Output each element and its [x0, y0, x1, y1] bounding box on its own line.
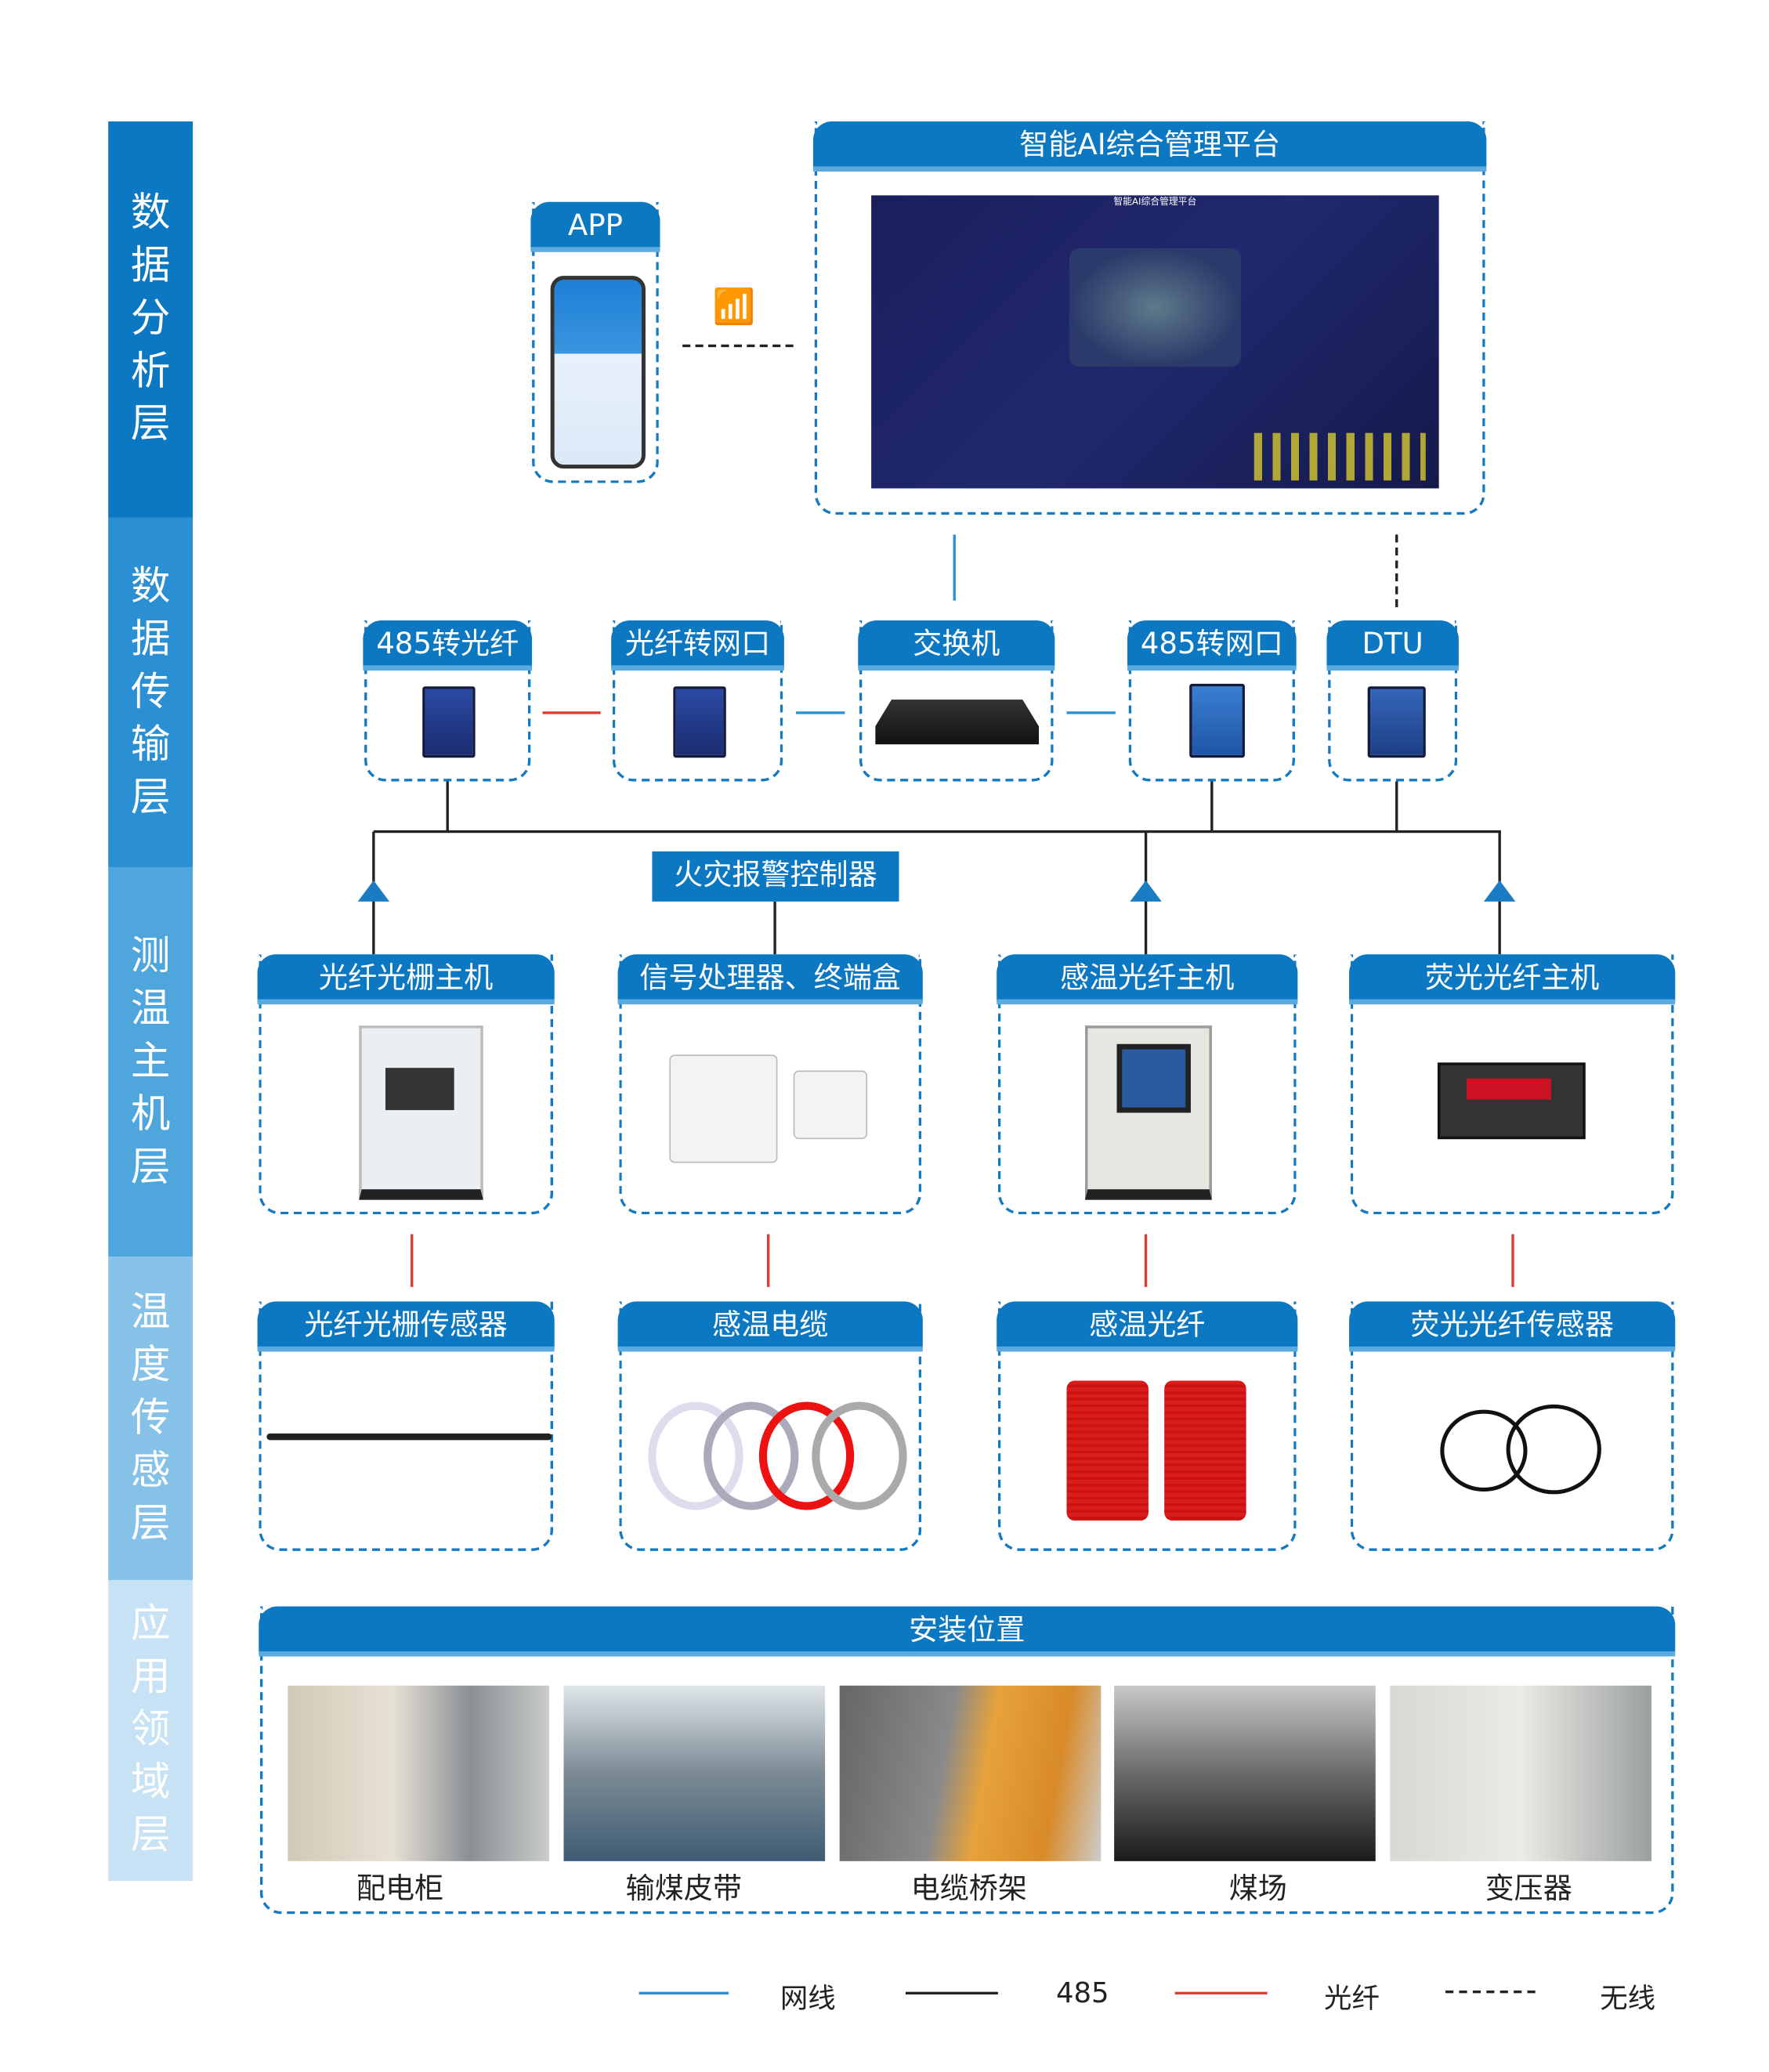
photo-switchgear — [288, 1685, 549, 1861]
sensor-title: 感温电缆 — [617, 1301, 923, 1352]
device-dtu: DTU — [1326, 620, 1459, 782]
layer-temperature-sensor: 温度传感层 — [108, 1257, 194, 1580]
device-485-to-fiber: 485转光纤 — [363, 620, 533, 782]
arrow-up-icon — [1483, 880, 1516, 902]
host-title: 光纤光栅主机 — [257, 954, 555, 1005]
install-location-card: 安装位置 配电柜 输煤皮带 电缆桥架 煤场 变压器 — [259, 1606, 1676, 1915]
rs485-line — [773, 901, 776, 955]
legend-485-label: 485 — [1056, 1977, 1109, 2009]
dashboard-3d-building — [1069, 248, 1241, 367]
arrow-up-icon — [357, 880, 390, 902]
layer-temperature-host: 测温主机层 — [108, 867, 194, 1257]
device-title: DTU — [1326, 620, 1459, 671]
rs485-line — [1395, 781, 1398, 832]
sensor-dts-fiber: 感温光纤 — [997, 1301, 1298, 1551]
terminal-box-icon — [793, 1070, 868, 1140]
fluorescent-meter-icon — [1437, 1062, 1586, 1140]
layer-data-transmission: 数据传输层 — [108, 517, 194, 868]
place-label: 电缆桥架 — [910, 1873, 1027, 1907]
rs485-bus — [373, 830, 1501, 834]
network-line — [1066, 711, 1116, 714]
fiber-line — [542, 711, 601, 714]
layer-application: 应用领域层 — [108, 1579, 194, 1882]
fiber-line — [411, 1234, 414, 1287]
sensor-heat-cable: 感温电缆 — [617, 1301, 923, 1551]
fiber-line — [1511, 1234, 1514, 1287]
network-line — [953, 534, 956, 601]
dtu-icon — [1367, 686, 1426, 758]
device-title: 485转光纤 — [363, 620, 533, 671]
host-title: 荧光光纤主机 — [1349, 954, 1676, 1005]
device-485-to-ethernet: 485转网口 — [1127, 620, 1297, 782]
device-fiber-to-ethernet: 光纤转网口 — [611, 620, 784, 782]
fire-alarm-controller-label: 火灾报警控制器 — [652, 851, 899, 902]
switch-icon — [875, 700, 1040, 745]
dashboard-title: 智能AI综合管理平台 — [1113, 197, 1197, 208]
sensor-title: 荧光光纤传感器 — [1349, 1301, 1676, 1352]
place-label: 变压器 — [1485, 1873, 1572, 1907]
fiber-spool-icon — [1066, 1380, 1149, 1521]
host-cabinet-icon — [359, 1025, 483, 1200]
fiber-spool-icon — [1164, 1380, 1246, 1521]
host-fluorescent: 荧光光纤主机 — [1349, 954, 1676, 1215]
rs485-line — [1210, 781, 1214, 832]
device-switch: 交换机 — [858, 620, 1055, 782]
device-title: 485转网口 — [1127, 620, 1297, 671]
wireless-link — [1395, 534, 1398, 608]
wifi-icon: 📶 — [712, 287, 756, 327]
host-dts: 感温光纤主机 — [997, 954, 1298, 1215]
photo-transformer — [1390, 1685, 1651, 1861]
arrow-up-icon — [1130, 880, 1162, 902]
fbg-sensor-icon — [266, 1433, 552, 1441]
sensor-title: 感温光纤 — [997, 1301, 1298, 1352]
legend-wireless-label: 无线 — [1600, 1982, 1655, 2015]
cable-coil-icon — [812, 1401, 907, 1510]
network-line — [796, 711, 845, 714]
device-title: 光纤转网口 — [611, 620, 784, 671]
host-signal-processor: 信号处理器、终端盒 — [617, 954, 923, 1215]
place-label: 煤场 — [1228, 1873, 1287, 1907]
platform-card: 智能AI综合管理平台 智能AI综合管理平台 — [812, 121, 1487, 515]
sensor-title: 光纤光栅传感器 — [257, 1301, 555, 1352]
dashboard-screenshot: 智能AI综合管理平台 — [871, 195, 1439, 489]
dashboard-bars — [1253, 432, 1426, 481]
legend-network-swatch — [639, 1991, 729, 1995]
legend-network-label: 网线 — [780, 1982, 836, 2015]
sensor-fbg: 光纤光栅传感器 — [257, 1301, 555, 1551]
layer-data-analysis: 数据分析层 — [108, 121, 194, 518]
signal-processor-icon — [669, 1054, 778, 1163]
fiber-line — [1144, 1234, 1148, 1287]
legend-wireless-swatch — [1445, 1990, 1536, 1994]
fluorescent-probe-icon — [1506, 1404, 1601, 1495]
legend-485-swatch — [905, 1991, 998, 1995]
converter-icon — [673, 686, 726, 758]
app-title: APP — [530, 201, 660, 252]
device-title: 交换机 — [858, 620, 1055, 671]
converter-icon — [1189, 683, 1245, 758]
host-title: 感温光纤主机 — [997, 954, 1298, 1005]
install-title: 安装位置 — [259, 1606, 1676, 1657]
phone-icon — [550, 276, 646, 469]
place-label: 配电柜 — [356, 1873, 444, 1907]
host-fbg: 光纤光栅主机 — [257, 954, 555, 1215]
sensor-fluorescent: 荧光光纤传感器 — [1349, 1301, 1676, 1551]
app-card: APP — [530, 201, 660, 483]
legend-fiber-label: 光纤 — [1324, 1982, 1380, 2015]
host-cabinet-icon — [1085, 1025, 1212, 1200]
legend-fiber-swatch — [1174, 1991, 1268, 1995]
host-title: 信号处理器、终端盒 — [617, 954, 923, 1005]
wireless-link — [682, 344, 794, 348]
converter-icon — [422, 686, 476, 758]
fiber-line — [766, 1234, 770, 1287]
place-label: 输煤皮带 — [625, 1873, 742, 1907]
rs485-line — [446, 781, 449, 832]
platform-title: 智能AI综合管理平台 — [812, 121, 1487, 172]
photo-coal-yard — [1114, 1685, 1376, 1861]
photo-cable-tray — [839, 1685, 1102, 1861]
photo-coal-conveyor — [563, 1685, 826, 1861]
